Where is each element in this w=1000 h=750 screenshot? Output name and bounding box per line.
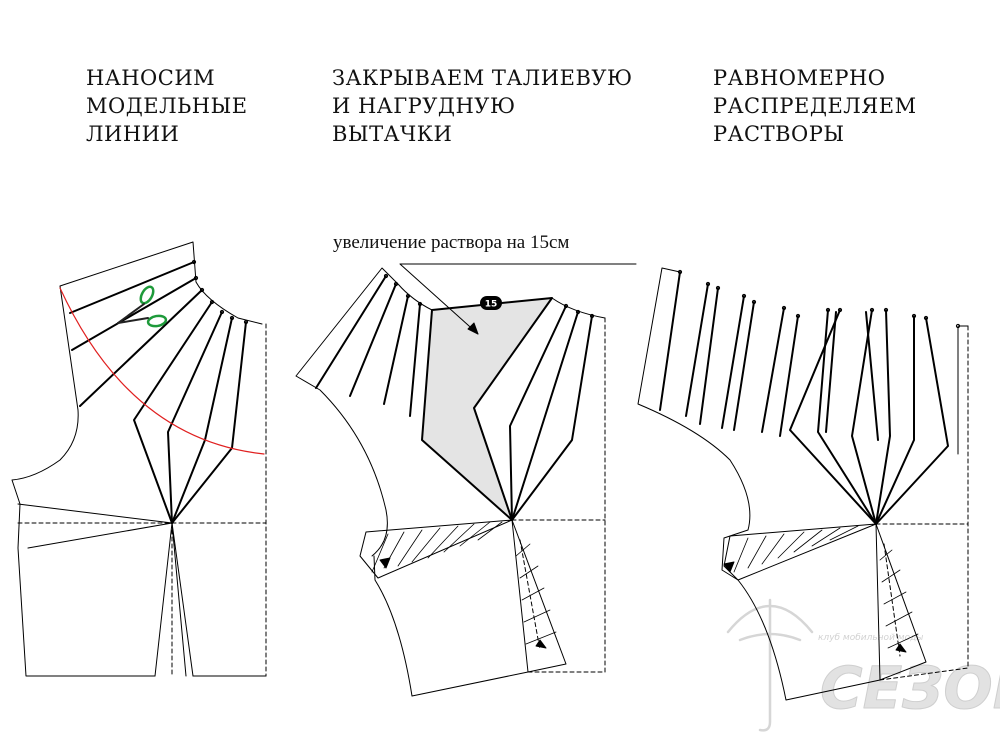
- dart-hatching: [371, 521, 503, 573]
- scissors-icon: [117, 285, 168, 328]
- arrowhead: [379, 557, 391, 569]
- caption-line: РАСПРЕДЕЛЯЕМ: [713, 94, 917, 118]
- arrowhead: [535, 639, 547, 649]
- badge-15-icon: 15: [480, 296, 502, 310]
- watermark-logo: СЕЗОН: [820, 654, 1000, 722]
- waist-dart-hatching: [879, 549, 919, 649]
- closed-waist-dart: [875, 523, 927, 681]
- side-line-dashed: [527, 317, 606, 673]
- annotation-label: увеличение раствора на 15см: [333, 232, 570, 253]
- model-lines: [69, 261, 247, 524]
- caption-line: РАВНОМЕРНО: [713, 66, 886, 90]
- notch-marks: [677, 269, 961, 329]
- annotation-arrowhead: [467, 322, 479, 335]
- caption-line: НАНОСИМ: [86, 66, 216, 90]
- umbrella-logo-icon: [726, 598, 814, 732]
- caption-line: ВЫТАЧКИ: [332, 122, 453, 146]
- side-line-dashed: [879, 325, 969, 681]
- cut-arc: [59, 287, 265, 455]
- notch-marks: [383, 273, 595, 319]
- neckline-segments: [957, 325, 969, 455]
- caption-line: МОДЕЛЬНЫЕ: [86, 94, 248, 118]
- annotation-leader: [399, 263, 637, 335]
- model-lines: [315, 275, 593, 521]
- model-lines: [659, 271, 949, 525]
- caption-line: И НАГРУДНУЮ: [332, 94, 516, 118]
- pattern-step-2: 15: [295, 263, 637, 697]
- watermark: клуб мобильной моды СЕЗОН: [726, 598, 1000, 732]
- waist-dart-dashed: [519, 539, 541, 651]
- caption-line: ЗАКРЫВАЕМ ТАЛИЕВУЮ: [332, 66, 633, 90]
- notch-marks: [191, 259, 249, 325]
- closed-dart-outline: [359, 519, 513, 579]
- caption-step-3: РАВНОМЕРНО РАСПРЕДЕЛЯЕМ РАСТВОРЫ: [713, 64, 917, 148]
- caption-step-2: ЗАКРЫВАЕМ ТАЛИЕВУЮ И НАГРУДНУЮ ВЫТАЧКИ: [332, 64, 633, 148]
- arrowhead: [723, 561, 735, 573]
- pattern-step-3: [637, 267, 969, 701]
- pattern-step-1: [11, 241, 267, 677]
- closed-waist-dart: [511, 519, 567, 673]
- dart-lines: [17, 503, 194, 677]
- watermark-tagline: клуб мобильной моды: [818, 633, 923, 643]
- caption-line: РАСТВОРЫ: [713, 122, 845, 146]
- pattern-outline: [637, 267, 881, 701]
- pattern-outline: [11, 241, 267, 677]
- caption-line: ЛИНИИ: [86, 122, 180, 146]
- added-volume-area: [421, 297, 553, 521]
- caption-step-1: НАНОСИМ МОДЕЛЬНЫЕ ЛИНИИ: [86, 64, 248, 148]
- closed-dart-outline: [723, 523, 877, 581]
- dart-hatching: [733, 525, 859, 573]
- svg-text:15: 15: [485, 300, 498, 310]
- arrowhead: [895, 643, 907, 653]
- waist-dart-hatching: [515, 543, 557, 645]
